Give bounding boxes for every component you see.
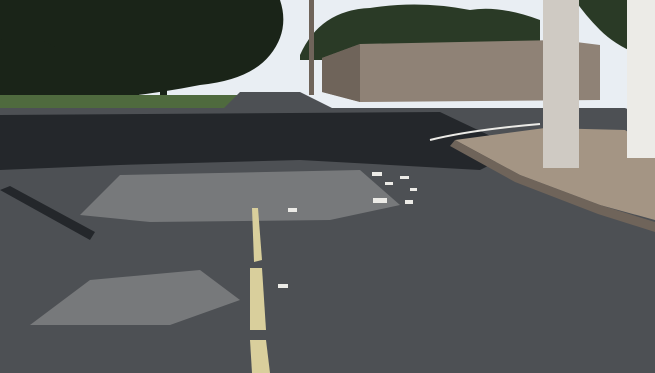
building-wall xyxy=(627,0,655,158)
distant-road xyxy=(220,92,340,112)
asphalt-patch xyxy=(30,270,240,325)
tree-shadow xyxy=(0,112,520,170)
paint-flecks xyxy=(278,172,417,288)
sidewalk xyxy=(455,128,655,220)
tree-canopy-left xyxy=(0,0,284,110)
pole-shadow xyxy=(0,186,95,240)
crosswalk-line xyxy=(429,123,541,141)
boundary-wall xyxy=(322,40,600,102)
distant-utility-pole xyxy=(309,0,314,95)
utility-pole xyxy=(543,0,579,168)
lane-marking xyxy=(250,208,270,373)
asphalt-patch xyxy=(80,170,400,222)
curb xyxy=(450,140,655,232)
